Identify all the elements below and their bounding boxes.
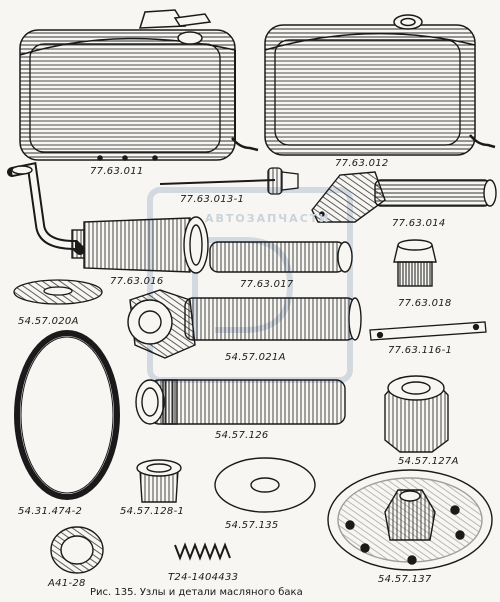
- gasket-ring: [13, 279, 103, 305]
- small-ring: [50, 526, 104, 574]
- rubber-ring: [14, 330, 120, 500]
- filler-neck: [311, 171, 497, 223]
- part-label: 54.57.126: [215, 430, 269, 441]
- hex-nut: [384, 375, 449, 453]
- oil-tank-assembly-left: [19, 9, 259, 161]
- sleeve-with-nut: [127, 289, 362, 359]
- long-tube: [135, 379, 346, 425]
- part-label: 54.57.128-1: [120, 506, 185, 517]
- part-label: 54.57.135: [225, 520, 279, 531]
- filter-cap-disc: [327, 469, 493, 571]
- figure-caption: Рис. 135. Узлы и детали масляного бака: [90, 587, 303, 598]
- coil-spring: [174, 542, 231, 561]
- pipe-with-elbow: [7, 162, 209, 274]
- tube: [209, 241, 353, 273]
- part-label: 77.63.012: [335, 158, 389, 169]
- part-label: А41-28: [48, 578, 86, 589]
- part-label: 54.57.021А: [225, 352, 286, 363]
- part-label: 77.63.018: [398, 298, 452, 309]
- part-label: 54.57.020А: [18, 316, 79, 327]
- part-label: 54.57.127А: [398, 456, 459, 467]
- flat-washer: [214, 457, 316, 513]
- part-label: Т24-1404433: [168, 572, 239, 583]
- flanged-bushing: [136, 459, 182, 503]
- part-label: 77.63.011: [90, 166, 144, 177]
- rod-with-knob: [159, 167, 299, 195]
- part-label: 77.63.017: [240, 279, 294, 290]
- part-label: 54.31.474-2: [18, 506, 83, 517]
- flat-bracket: [369, 321, 487, 341]
- part-label: 77.63.116-1: [388, 345, 453, 356]
- part-label: 77.63.016: [110, 276, 164, 287]
- threaded-fitting: [393, 239, 437, 287]
- watermark-text: АВТОЗАПЧАСТИ: [205, 212, 331, 225]
- part-label: 54.57.137: [378, 574, 432, 585]
- part-label: 77.63.013-1: [180, 194, 245, 205]
- part-label: 77.63.014: [392, 218, 446, 229]
- oil-tank-assembly-right: [264, 14, 496, 156]
